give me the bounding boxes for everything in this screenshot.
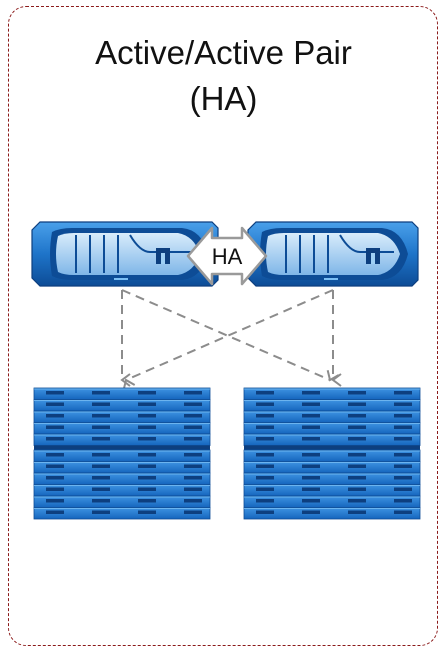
link-right-to-left-shelf	[122, 289, 334, 390]
disk-shelf-right	[244, 388, 420, 519]
link-left-to-right-shelf	[121, 289, 340, 382]
title-line-2: (HA)	[189, 80, 258, 117]
disk-shelf-left	[34, 388, 210, 519]
controller-left	[31, 221, 219, 287]
title-line-1: Active/Active Pair	[95, 34, 352, 71]
netapp-logo-icon	[366, 248, 380, 264]
netapp-logo-icon	[156, 248, 170, 264]
ha-label: HA	[212, 244, 243, 269]
connection-lines	[120, 289, 342, 390]
container-frame	[8, 6, 438, 646]
diagram-title: Active/Active Pair (HA)	[0, 30, 447, 122]
ha-double-arrow: HA	[186, 226, 268, 286]
controller-right	[247, 221, 419, 287]
